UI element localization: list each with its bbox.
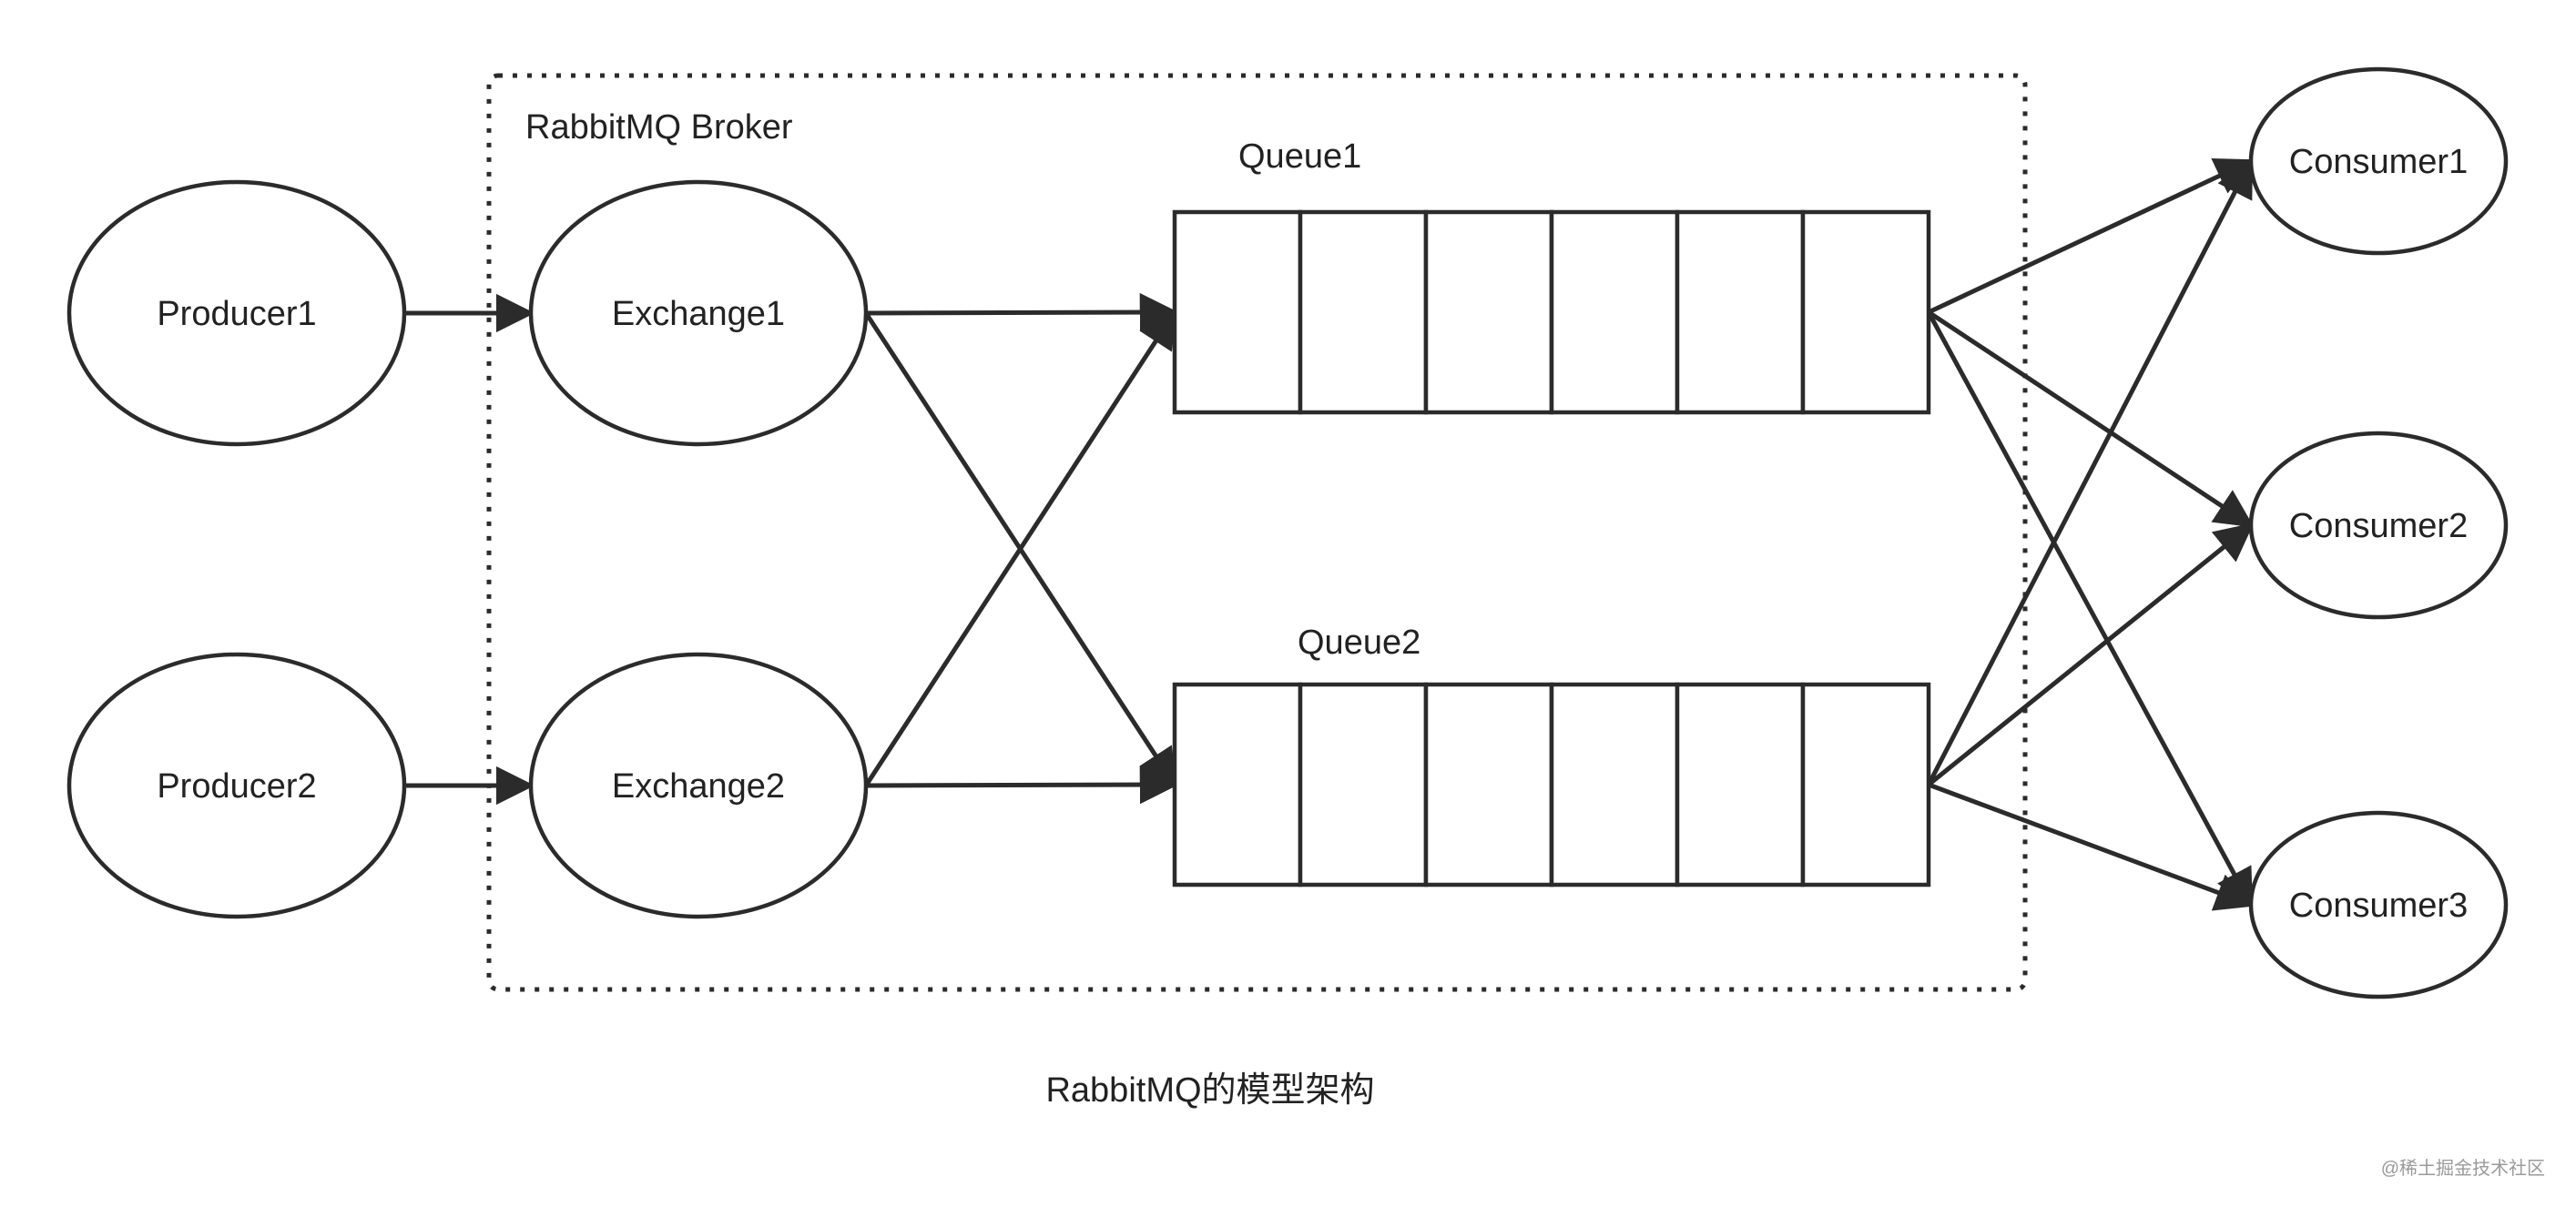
- queue1-slot-5: [1675, 209, 1806, 415]
- queue1-slot-4: [1549, 209, 1680, 415]
- queue2-slot-6: [1800, 682, 1931, 888]
- watermark-text: @稀土掘金技术社区: [2381, 1158, 2545, 1179]
- consumer1-ellipse: [2248, 66, 2509, 256]
- producer1-ellipse: [66, 179, 407, 447]
- queue2-label: Queue2: [1298, 624, 1420, 662]
- queue1-slot-1: [1172, 209, 1303, 415]
- exchange2-node[interactable]: Exchange2: [528, 652, 869, 919]
- exchange1-node[interactable]: Exchange1: [528, 179, 869, 447]
- queue2-slot-5: [1675, 682, 1806, 888]
- exchange1-ellipse: [528, 179, 869, 447]
- exchange1-label: Exchange1: [612, 295, 785, 333]
- edge-exchange2-to-queue1: [863, 309, 1177, 787]
- edge-queue1-to-consumer2: [1927, 309, 2255, 528]
- queue1-slot-6: [1800, 209, 1931, 415]
- consumer2-ellipse: [2248, 431, 2509, 620]
- exchange2-ellipse: [528, 652, 869, 919]
- edge-queue2-to-consumer2: [1927, 522, 2255, 786]
- producer1-node[interactable]: Producer1: [66, 179, 407, 447]
- consumer2-node[interactable]: Consumer2: [2248, 431, 2509, 620]
- queue2-slot-3: [1423, 682, 1554, 888]
- producer1-label: Producer1: [157, 295, 316, 333]
- edges: [404, 157, 2255, 911]
- producer2-label: Producer2: [157, 767, 316, 806]
- edge-queue2-to-consumer3: [1928, 782, 2255, 911]
- broker-boundary: [486, 73, 2028, 992]
- producer2-node[interactable]: Producer2: [66, 652, 407, 919]
- consumer3-ellipse: [2248, 810, 2509, 999]
- broker-label: RabbitMQ Broker: [525, 108, 793, 147]
- exchange2-label: Exchange2: [612, 767, 785, 806]
- queue1-slots: [1172, 209, 1931, 415]
- edge-queue1-to-consumer1: [1927, 157, 2255, 315]
- edge-queue1-to-consumer3: [1926, 310, 2254, 908]
- broker-container: RabbitMQ Broker: [486, 73, 2028, 992]
- consumer3-node[interactable]: Consumer3: [2248, 810, 2509, 999]
- consumer1-node[interactable]: Consumer1: [2248, 66, 2509, 256]
- edge-exchange1-to-queue1: [865, 292, 1179, 332]
- queue1-slot-3: [1423, 209, 1554, 415]
- consumer2-label: Consumer2: [2289, 507, 2468, 545]
- queue2[interactable]: Queue2: [1172, 624, 1931, 888]
- queue1-slot-2: [1298, 209, 1429, 415]
- queue2-slot-4: [1549, 682, 1680, 888]
- edge-queue2-to-consumer1: [1926, 157, 2254, 786]
- queue2-slots: [1172, 682, 1931, 888]
- consumer3-label: Consumer3: [2289, 887, 2468, 925]
- diagram-caption: RabbitMQ的模型架构: [1045, 1071, 1374, 1110]
- queue2-slot-1: [1172, 682, 1303, 888]
- queue1[interactable]: Queue1: [1172, 137, 1931, 415]
- queue2-slot-2: [1298, 682, 1429, 888]
- edge-exchange2-to-queue2: [865, 765, 1179, 805]
- producer2-ellipse: [66, 652, 407, 919]
- consumer1-label: Consumer1: [2289, 143, 2468, 181]
- queue1-label: Queue1: [1238, 137, 1361, 176]
